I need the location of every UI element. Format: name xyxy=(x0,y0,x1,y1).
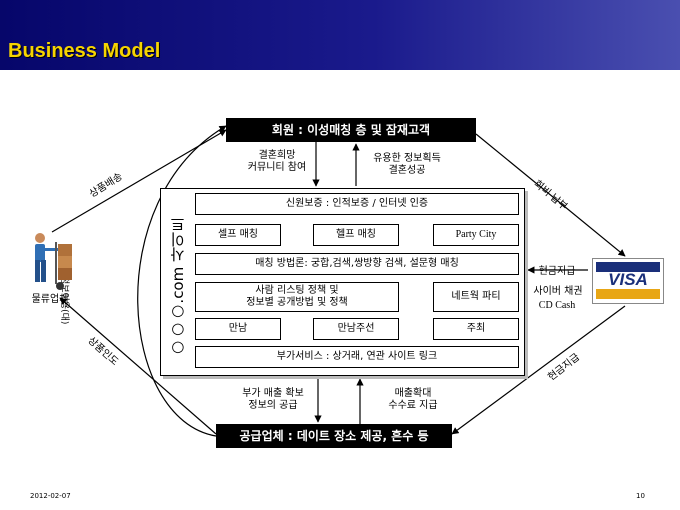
arrow-supplier-to-logistics xyxy=(59,297,217,435)
slide-title: Business Model xyxy=(8,40,161,62)
label-cash-pay: 현금지급 xyxy=(538,266,576,277)
label-useful-info-1: 유용한 정보획득 xyxy=(373,153,441,164)
matching-methods-box: 매칭 방법론: 궁합,검색,쌍방향 검색, 설문형 매칭 xyxy=(195,253,519,275)
help-match-box: 헬프 매칭 xyxy=(313,224,399,246)
label-cd-cash: CD Cash xyxy=(538,300,576,311)
self-match-box: 셀프 매칭 xyxy=(195,224,281,246)
label-marriage-hope-2: 커뮤니티 참여 xyxy=(247,162,307,173)
value-added-box: 부가서비스 : 상거래, 연관 사이트 링크 xyxy=(195,346,519,368)
header-bar: Business Model xyxy=(0,0,680,70)
delivery-worker-icon xyxy=(22,230,84,292)
footer-page-number: 10 xyxy=(636,492,645,500)
arrow-visa-to-supplier xyxy=(451,305,626,435)
listing-policy-box: 사람 리스팅 정책 및 정보별 공개방법 및 정책 xyxy=(195,282,399,312)
label-sales-expand-2: 수수료 지급 xyxy=(388,400,438,411)
visa-card-icon: VISA xyxy=(592,258,664,304)
meeting-box: 만남 xyxy=(195,318,281,340)
supplier-node: 공급업체 : 데이트 장소 제공, 흔수 등 xyxy=(216,424,452,448)
site-vertical-label: ○○○.com 사이트 xyxy=(169,217,187,358)
label-logistics: 물류업체 xyxy=(31,294,69,305)
trust-box: 신원보증 : 인적보증 / 인터넷 인증 xyxy=(195,193,519,215)
meeting-arrange-box: 만남주선 xyxy=(313,318,399,340)
label-useful-info-2: 결혼성공 xyxy=(388,165,426,176)
footer-date: 2012-02-07 xyxy=(30,492,71,500)
network-party-box: 네트웍 파티 xyxy=(433,282,519,312)
label-extra-sales-1: 부가 매출 확보 xyxy=(242,388,304,399)
label-sales-expand-1: 매출확대 xyxy=(394,388,432,399)
host-box: 주최 xyxy=(433,318,519,340)
label-useful-info: 유용한 정보획득 결혼성공 xyxy=(360,153,454,177)
arrow-supplier-to-member-curve xyxy=(137,125,227,437)
visa-logo-text: VISA xyxy=(608,270,648,289)
arrow-member-to-visa xyxy=(475,133,626,257)
label-sales-expand: 매출확대 수수료 지급 xyxy=(370,388,456,412)
party-city-box: Party City xyxy=(433,224,519,246)
label-cyber-bond: 사이버 채권 xyxy=(533,286,583,297)
listing-policy-line2: 정보별 공개방법 및 정책 xyxy=(246,297,348,308)
listing-policy-line1: 사람 리스팅 정책 및 xyxy=(255,285,339,296)
label-extra-sales: 부가 매출 확보 정보의 공급 xyxy=(230,388,316,412)
label-marriage-hope: 결혼희망 커뮤니티 참여 xyxy=(240,150,314,174)
member-node: 회원 : 이성매칭 층 및 잠재고객 xyxy=(226,118,476,142)
label-marriage-hope-1: 결혼희망 xyxy=(258,150,296,161)
label-extra-sales-2: 정보의 공급 xyxy=(248,400,298,411)
